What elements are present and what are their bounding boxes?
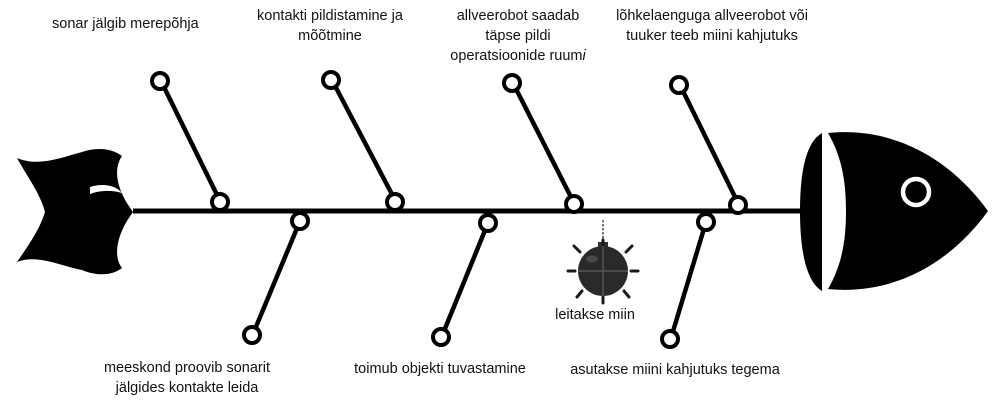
bone-bottom-1 [242, 211, 310, 345]
label-bottom-1: meeskond proovib sonarit jälgides kontak… [103, 360, 271, 396]
node-top-4-end [669, 75, 689, 95]
fish-eye [900, 176, 932, 208]
node-bottom-1-end [242, 325, 262, 345]
bone-top-2 [321, 70, 405, 212]
bone-top-1 [150, 71, 230, 212]
node-bottom-2-end [431, 327, 451, 347]
bone-bottom-3 [660, 212, 716, 349]
label-bottom-2: toimub objekti tuvastamine [354, 361, 526, 377]
node-top-2-end [321, 70, 341, 90]
node-top-1-end [150, 71, 170, 91]
label-top-3: allveerobot saadab täpse pildi operatsio… [450, 8, 586, 64]
fish-head-icon [800, 132, 988, 291]
bone-top-3 [502, 73, 584, 214]
fish-tail-icon [17, 148, 133, 275]
node-top-1-spine [210, 192, 230, 212]
node-bottom-3-spine [696, 212, 716, 232]
node-bottom-3-end [660, 329, 680, 349]
label-top-4: lõhkelaenguga allveerobot või tuuker tee… [616, 8, 808, 44]
node-top-3-end [502, 73, 522, 93]
label-top-2: kontakti pildistamine ja mõõtmine [257, 8, 403, 44]
node-top-3-spine [564, 194, 584, 214]
label-top-1: sonar jälgib merepõhja [52, 16, 199, 32]
bone-top-4 [669, 75, 748, 215]
bone-bottom-2 [431, 213, 498, 347]
node-top-2-spine [385, 192, 405, 212]
node-top-4-spine [728, 195, 748, 215]
node-bottom-2-spine [478, 213, 498, 233]
label-bottom-3: asutakse miini kahjutuks tegema [570, 362, 780, 378]
sea-mine-icon [566, 220, 640, 305]
label-mine: leitakse miin [555, 307, 635, 323]
node-bottom-1-spine [290, 211, 310, 231]
